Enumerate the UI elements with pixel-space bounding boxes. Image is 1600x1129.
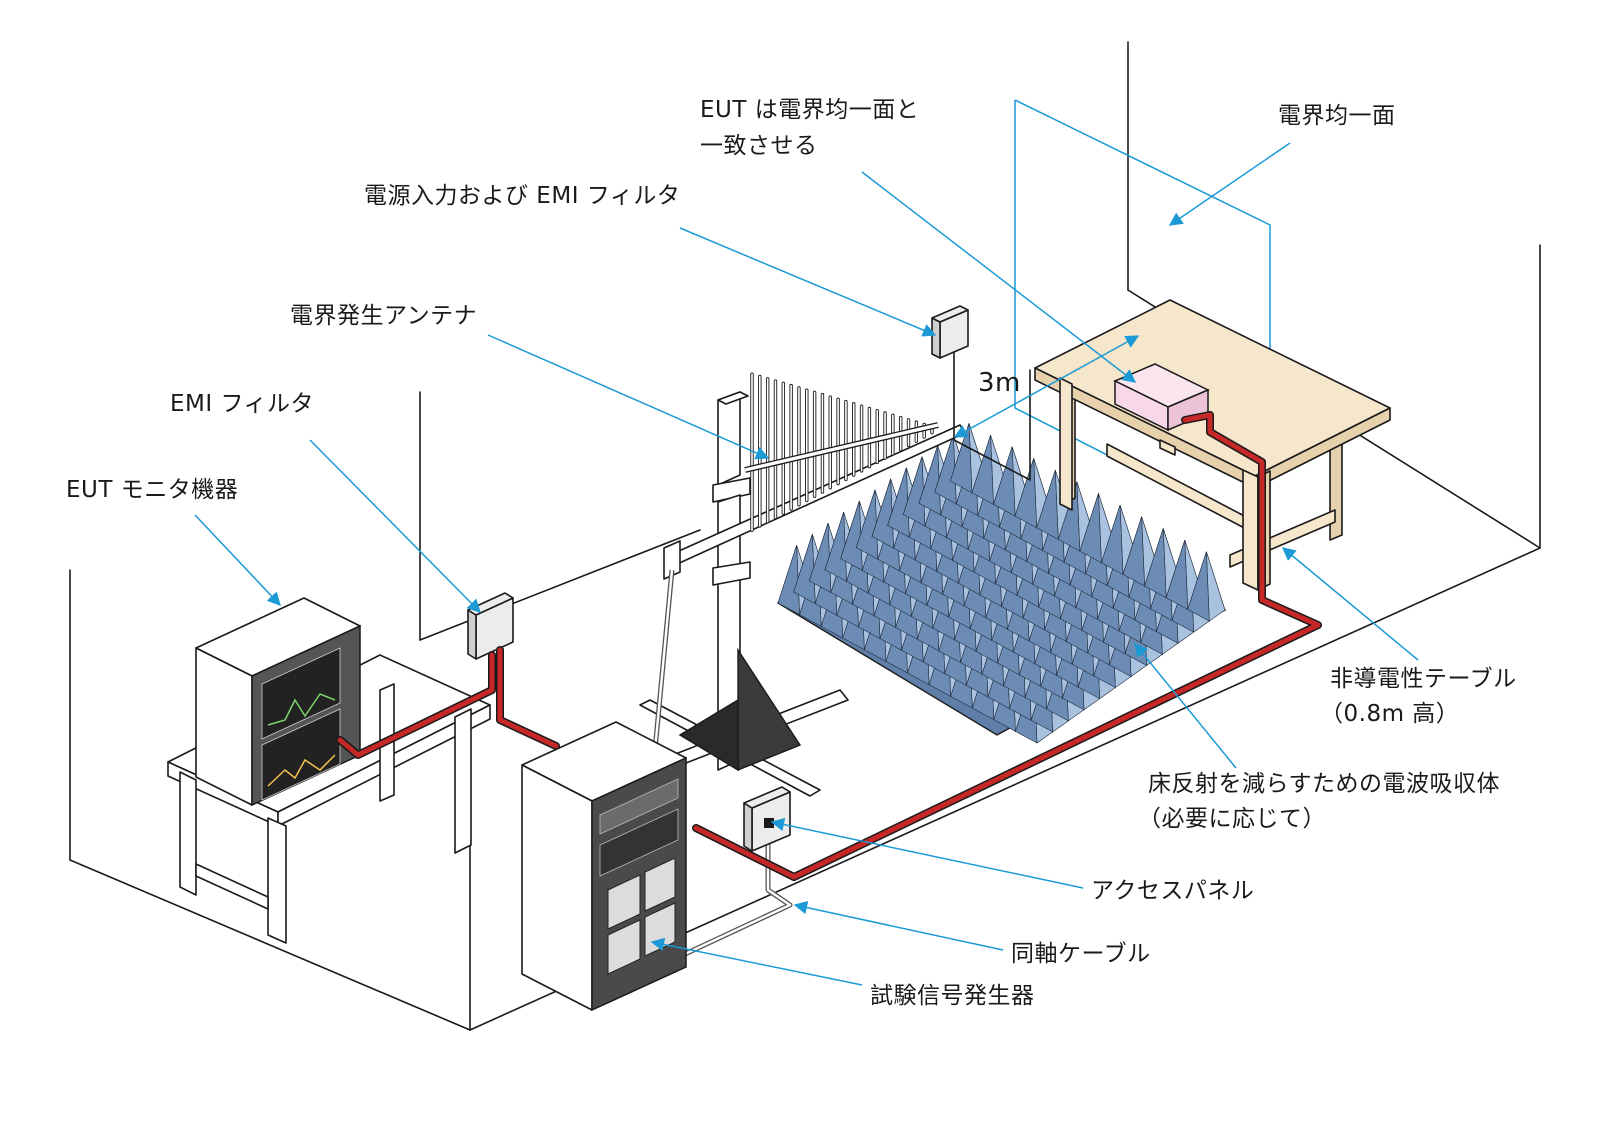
label-emi-filter: EMI フィルタ (170, 391, 315, 417)
antenna-mast (639, 391, 966, 797)
label-signal-generator: 試験信号発生器 (870, 983, 1035, 1009)
label-eut-monitor: EUT モニタ機器 (66, 477, 239, 503)
label-absorber-1: 床反射を減らすための電波吸収体 (1148, 771, 1501, 797)
eut-box (1113, 363, 1210, 432)
label-distance: 3m (978, 368, 1021, 398)
label-uniform-field-plane: 電界均一面 (1278, 103, 1396, 129)
label-nonconductive-table-2: （0.8m 高） (1320, 701, 1460, 727)
access-panel (743, 786, 791, 852)
room-outline (69, 41, 1541, 1031)
label-field-antenna: 電界発生アンテナ (290, 303, 478, 329)
label-coax-cable: 同軸ケーブル (1011, 941, 1151, 967)
eut-monitor-equipment (195, 597, 361, 807)
label-eut-align-1: EUT は電界均一面と (700, 97, 920, 123)
label-eut-align-2: 一致させる (700, 133, 818, 159)
absorber-field (776, 423, 1227, 744)
eut-power-cable (692, 411, 1322, 881)
signal-generator-rack (521, 721, 687, 1012)
distance-arrow (953, 335, 1140, 438)
label-access-panel: アクセスパネル (1091, 878, 1255, 904)
label-nonconductive-table-1: 非導電性テーブル (1330, 666, 1517, 692)
callout-lines (194, 142, 1419, 986)
label-power-input-filter: 電源入力および EMI フィルタ (364, 183, 681, 209)
label-absorber-2: （必要に応じて） (1138, 806, 1326, 832)
log-periodic-antenna-icon (744, 372, 939, 532)
